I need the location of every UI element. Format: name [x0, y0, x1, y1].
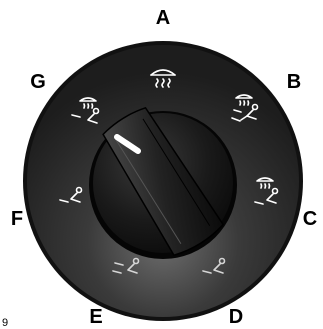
- position-label-a: A: [156, 7, 170, 29]
- position-label-g: G: [30, 71, 46, 93]
- position-label-b: B: [287, 71, 301, 93]
- position-label-d: D: [229, 306, 243, 328]
- position-label-e: E: [89, 306, 102, 328]
- position-label-c: C: [303, 208, 317, 230]
- position-label-f: F: [11, 208, 23, 230]
- figure-id-fragment: 9: [2, 317, 8, 329]
